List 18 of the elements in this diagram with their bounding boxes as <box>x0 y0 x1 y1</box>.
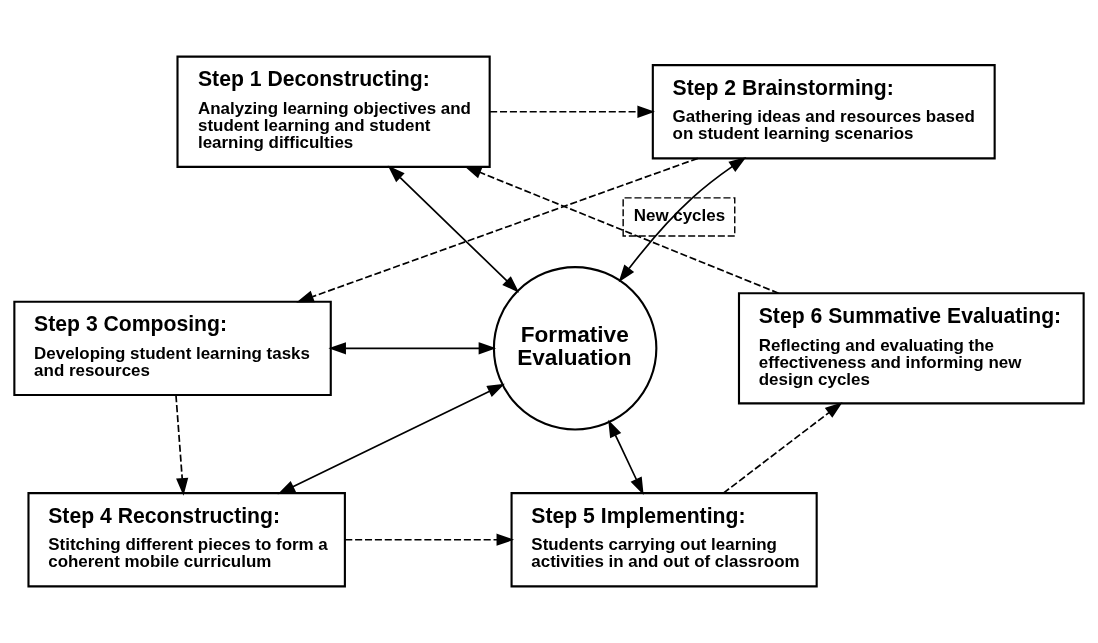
node-box: Step 5 Implementing: Students carrying out learning activities in and out of classroom <box>510 492 818 588</box>
arrow <box>464 165 780 295</box>
edge-label: New cycles <box>633 205 726 225</box>
arrow <box>489 105 655 118</box>
arrow <box>618 156 747 283</box>
node-box: Step 6 Summative Evaluating: Reflecting and evaluating the effectiveness and informing new design cycles <box>737 292 1085 405</box>
arrow <box>175 394 189 496</box>
arrow <box>296 157 699 303</box>
arrow <box>344 533 515 546</box>
arrow <box>328 342 497 355</box>
arrow <box>277 383 505 495</box>
node-box: Step 4 Reconstructing: Stitching different pieces to form a coherent mobile curriculum <box>27 492 346 588</box>
arrow <box>608 419 644 495</box>
node-box: Step 2 Brainstorming: Gathering ideas and resources based on student learning scenarios <box>651 64 996 160</box>
arrow <box>722 402 843 494</box>
arrow <box>387 165 520 293</box>
node-box: Step 3 Composing: Developing student learning tasks and resources <box>13 300 332 396</box>
node-box: Step 1 Deconstructing: Analyzing learning objectives and student learning and student learning difficulties <box>176 55 491 168</box>
